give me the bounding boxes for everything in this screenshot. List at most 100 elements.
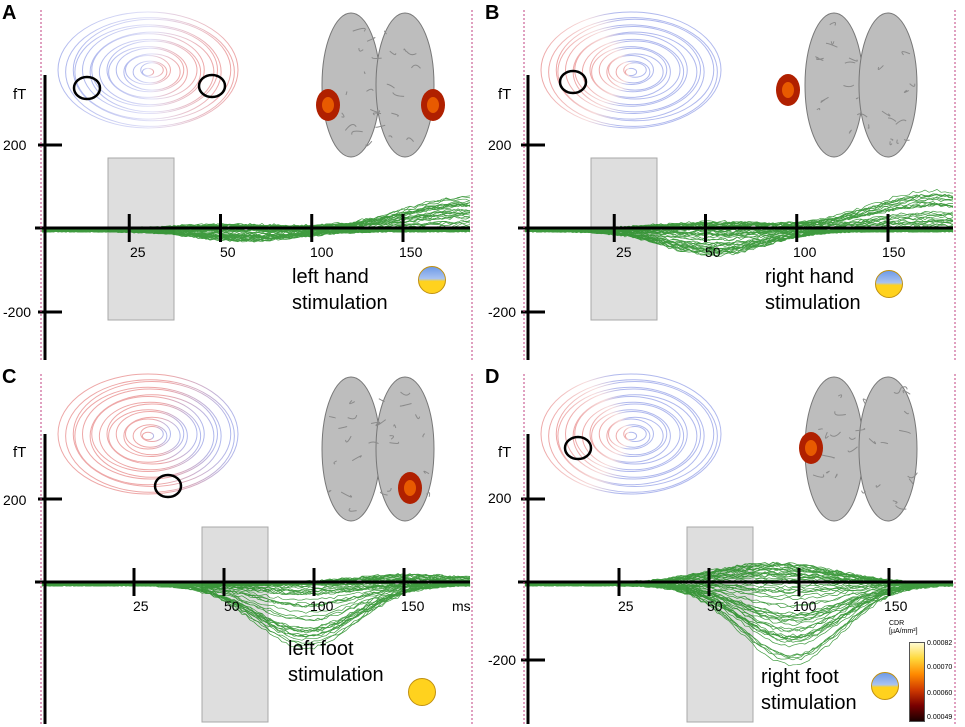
gyrus bbox=[890, 138, 894, 141]
y-tick-label-neg200: -200 bbox=[3, 304, 32, 320]
gyrus bbox=[895, 119, 907, 125]
gyrus bbox=[861, 490, 866, 494]
gyrus bbox=[389, 50, 397, 56]
gyrus bbox=[333, 460, 337, 465]
gyrus bbox=[867, 124, 870, 129]
field-contour bbox=[591, 46, 671, 98]
trace-line bbox=[41, 573, 471, 587]
panel-letter: B bbox=[485, 2, 500, 24]
gyrus bbox=[830, 41, 835, 45]
colorbar-tick: 0.00082 bbox=[927, 640, 953, 647]
gyrus bbox=[349, 400, 356, 405]
field-contour bbox=[555, 18, 715, 122]
field-contour bbox=[589, 403, 681, 465]
field-contour bbox=[141, 431, 155, 441]
colorbar-gradient bbox=[909, 642, 925, 722]
field-contour bbox=[57, 373, 239, 495]
field-contour bbox=[555, 381, 715, 487]
panel-letter: D bbox=[485, 366, 500, 388]
gyrus bbox=[812, 474, 825, 478]
y-tick-label-neg200: -200 bbox=[488, 652, 517, 668]
field-contour bbox=[581, 38, 685, 106]
gyrus bbox=[816, 107, 821, 111]
x-tick-label-25: 25 bbox=[618, 598, 634, 614]
x-tick-label-25: 25 bbox=[133, 598, 149, 614]
gyrus bbox=[384, 30, 387, 35]
field-map bbox=[540, 373, 722, 495]
field-contour bbox=[74, 24, 222, 120]
gyrus bbox=[370, 421, 381, 425]
gyrus bbox=[848, 129, 852, 134]
field-contour bbox=[591, 409, 671, 463]
gyrus bbox=[900, 386, 908, 390]
gyrus bbox=[379, 491, 388, 496]
field-contour bbox=[606, 416, 664, 456]
gyrus bbox=[855, 97, 859, 100]
field-contour bbox=[548, 17, 718, 127]
trace-line bbox=[41, 228, 471, 234]
colorbar-title-line2: [µA/mm²] bbox=[889, 628, 918, 635]
anxious-face-icon bbox=[871, 672, 899, 700]
gyrus bbox=[848, 57, 858, 62]
brain-render bbox=[316, 12, 445, 158]
gyrus bbox=[352, 27, 366, 32]
trace-line bbox=[524, 582, 954, 618]
x-tick-label-150: 150 bbox=[401, 598, 425, 614]
gyrus bbox=[893, 388, 901, 394]
field-contour bbox=[125, 55, 171, 85]
colorbar: CDR [µA/mm²] 0.00082 0.00070 0.00060 0.0… bbox=[883, 620, 963, 725]
field-contour bbox=[72, 18, 232, 122]
sensor-circle bbox=[153, 473, 183, 499]
panel-letter: C bbox=[2, 366, 17, 388]
brain-right-hemisphere bbox=[375, 12, 435, 158]
activation-core bbox=[427, 97, 439, 113]
field-contour bbox=[108, 409, 188, 463]
panel-b-graphics bbox=[518, 10, 956, 360]
y-tick-label-200: 200 bbox=[3, 492, 27, 508]
x-tick-label-25: 25 bbox=[130, 244, 146, 260]
brain-render bbox=[799, 376, 918, 522]
gyrus bbox=[365, 140, 373, 147]
x-tick-label-50: 50 bbox=[220, 244, 236, 260]
trace-line bbox=[41, 228, 471, 243]
panel-a: A fT 200 -200 25 50 100 150 left hand st… bbox=[0, 0, 482, 363]
gyrus bbox=[881, 110, 891, 117]
activation-core bbox=[322, 97, 334, 113]
gyrus bbox=[838, 394, 843, 399]
x-tick-label-50: 50 bbox=[224, 598, 240, 614]
x-tick-label-50: 50 bbox=[707, 598, 723, 614]
gyrus bbox=[403, 48, 407, 52]
field-contour bbox=[557, 24, 705, 120]
field-contour bbox=[132, 60, 168, 84]
colorbar-title-line1: CDR bbox=[889, 620, 905, 627]
x-tick-label-100: 100 bbox=[310, 598, 334, 614]
gyrus bbox=[345, 91, 348, 96]
gyrus bbox=[415, 414, 421, 420]
field-contour bbox=[74, 386, 222, 486]
sensor-circle bbox=[563, 435, 593, 461]
traces bbox=[41, 195, 471, 243]
gyrus bbox=[847, 446, 858, 453]
field-contour bbox=[557, 386, 705, 486]
x-tick-label-150: 150 bbox=[884, 598, 908, 614]
gyrus bbox=[821, 454, 835, 459]
anxious-face-icon bbox=[418, 266, 446, 294]
field-contour bbox=[108, 46, 188, 98]
field-contour bbox=[572, 394, 698, 478]
gyrus bbox=[347, 414, 358, 420]
gyrus bbox=[392, 92, 405, 97]
x-tick-label-25: 25 bbox=[616, 244, 632, 260]
gyrus bbox=[825, 470, 830, 474]
field-contour bbox=[623, 62, 647, 78]
panel-c-graphics bbox=[35, 373, 473, 724]
field-contour bbox=[615, 60, 651, 84]
x-unit-label: ms bbox=[452, 598, 471, 614]
trace-line bbox=[524, 582, 954, 607]
stimulus-label: right foot stimulation bbox=[761, 666, 857, 714]
gyrus bbox=[880, 441, 889, 445]
gyrus bbox=[899, 429, 911, 435]
y-tick-label-neg200: -200 bbox=[488, 304, 517, 320]
gyrus bbox=[877, 65, 884, 70]
gyrus bbox=[903, 138, 910, 141]
activation-core bbox=[782, 82, 794, 98]
